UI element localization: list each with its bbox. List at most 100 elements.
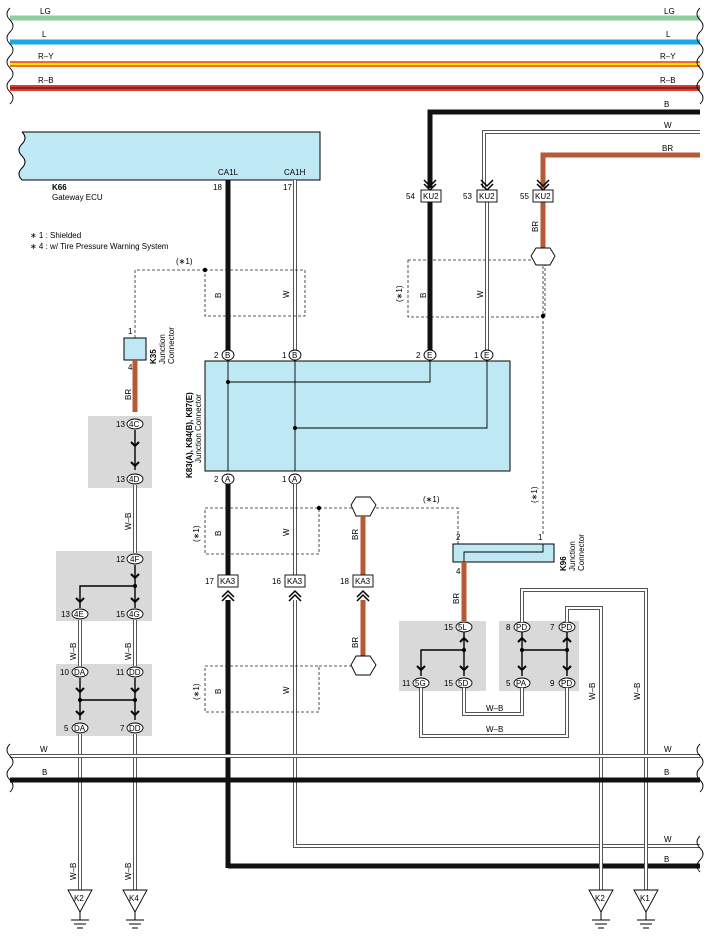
k83-top-pin-e2-num: 2 <box>416 351 421 360</box>
left-wire-4e-da-label: W–B <box>69 643 78 660</box>
mid-junction-group: 5L 15 5G 11 5D 15 <box>399 621 486 691</box>
mid-junction-internal <box>420 632 465 676</box>
shield-top-right-b-label: B <box>419 293 428 298</box>
ku2-54-connector: KU2 54 <box>406 179 442 203</box>
k96-junction-connector: 2 1 4 K96 Junction Connector BR <box>452 533 586 622</box>
k35-name: Junction <box>158 334 167 364</box>
left-pin-4d-num: 13 <box>116 475 125 484</box>
left-wire-da-k2-label: W–B <box>69 863 78 880</box>
shield-box-mid <box>204 507 320 555</box>
k83-top-pin-e2-oval <box>423 349 437 361</box>
left-pin-da-bottom-code: DA <box>74 724 86 733</box>
ecu-pin-17: 17 <box>283 183 292 192</box>
bus-lg-label-left: LG <box>40 7 51 16</box>
k83-top-pin-b1-letter: B <box>292 351 297 360</box>
ecu-code: K66 <box>52 183 67 192</box>
k83-top-pin-e1-oval <box>480 349 494 361</box>
shield-mark-bottom: (∗1) <box>192 683 201 700</box>
wire-splice-mid-br-label: BR <box>351 529 360 540</box>
left-pin-4f: 4F 12 <box>116 553 144 565</box>
wire-ku2-55-br-label: BR <box>531 221 540 232</box>
wire-w-bottom-label: W <box>664 835 672 844</box>
k83-bottom-pin-a1-letter: A <box>292 475 298 484</box>
ku2-54-pin: 54 <box>406 192 415 201</box>
ground-k2-right-label: K2 <box>595 894 605 903</box>
ground-k2-left-earth <box>71 912 89 929</box>
ground-symbols: K2 K4 K2 K1 <box>67 889 659 929</box>
left-pin-4e-oval <box>71 608 89 620</box>
mid-chevron-5l <box>459 636 469 643</box>
left-pin-4f-num: 12 <box>116 555 125 564</box>
ku2-55-code: KU2 <box>535 192 551 201</box>
ku2-53-chevron <box>480 179 494 192</box>
ka3-18-chevron <box>356 589 370 602</box>
mid-pin-5d-code: 5D <box>458 679 468 688</box>
wire-ka3-16-w-inner <box>294 600 700 847</box>
ground-k1-earth <box>637 912 655 929</box>
shield-drain-dot-k35 <box>202 267 208 273</box>
k96-internal <box>463 544 544 562</box>
left-pin-4g-oval <box>126 608 144 620</box>
ka3-16-pin: 16 <box>272 577 281 586</box>
shield-bottom-w-label: W <box>282 686 291 694</box>
right-chevron-pd7 <box>562 636 572 643</box>
bottom-buses: W W B B <box>6 743 704 873</box>
left-pin-4f-code: 4F <box>130 555 139 564</box>
bus-w-bottom-label-right: W <box>664 745 672 754</box>
mid-pin-5l: 5L 15 <box>444 621 473 633</box>
ecu-terminal-ca1h: CA1H <box>284 168 306 177</box>
ground-k2-right-earth <box>592 912 610 929</box>
k83-top-pin-b1: B 1 <box>282 349 302 361</box>
shield-top-left-b-label: B <box>214 293 223 298</box>
shield-mark-top-right: (∗1) <box>395 285 404 302</box>
right-chevron-pd9 <box>562 665 572 672</box>
left-chevron-4d <box>130 461 140 468</box>
left-chevron-4g <box>130 597 140 604</box>
ka3-18-pin: 18 <box>340 577 349 586</box>
ground-k4: K4 <box>122 889 148 929</box>
right-pin-pa5-num: 5 <box>506 679 511 688</box>
wire-wb-pd8-to-k1-inner <box>521 589 647 890</box>
k96-pin-left: 2 <box>456 533 461 542</box>
left-pin-4d-code: 4D <box>129 475 139 484</box>
k83-top-pin-b2: B 2 <box>214 349 235 361</box>
bus-rb-label-left: R–B <box>38 76 54 85</box>
shield-drain-k35 <box>134 269 205 338</box>
ground-k2-right: K2 <box>588 889 614 929</box>
ku2-53-connector: KU2 53 <box>463 179 498 203</box>
wire-k35-br-label: BR <box>124 389 133 400</box>
bus-b-bottom-label-left: B <box>42 768 47 777</box>
k83-top-pin-b2-letter: B <box>225 351 230 360</box>
ground-k1-triangle <box>633 889 659 913</box>
ka3-16-connector: KA3 16 <box>272 574 306 602</box>
splice-bottom <box>350 655 377 676</box>
mid-pin-5l-oval <box>455 621 473 633</box>
left-chevron-4e <box>75 597 85 604</box>
k96-code: K96 <box>559 556 568 571</box>
shield-drain-dot-k96 <box>540 313 546 319</box>
left-chevron-da-top <box>75 687 85 694</box>
mid-junction-bg <box>399 621 486 691</box>
left-dot-da <box>78 698 82 702</box>
left-pin-dd-bottom: DD 7 <box>120 722 144 734</box>
k96-body <box>452 543 555 563</box>
left-wire-4g-dd-label: W–B <box>124 643 133 660</box>
ecu-terminal-ca1l: CA1L <box>218 168 239 177</box>
k83-body <box>204 360 511 472</box>
ka3-17-connector: KA3 17 <box>205 574 239 602</box>
k83-to-ka3-wires: (∗1) B W (∗1) BR <box>192 484 459 575</box>
shield-top-right-w-label: W <box>476 290 485 298</box>
bus-break-right <box>696 7 704 105</box>
k83-name: Junction Connector <box>194 394 203 463</box>
left-pin-da-top-code: DA <box>74 668 86 677</box>
k35-body <box>123 337 147 361</box>
shield-box-top-left <box>204 269 306 317</box>
bus-w-bottom-label-left: W <box>40 745 48 754</box>
wire-w-label: W <box>664 121 672 130</box>
k83-top-pin-b2-oval <box>221 349 235 361</box>
k83-top-pin-e2-letter: E <box>427 351 432 360</box>
wire-wb-loop-label-2: W–B <box>486 725 503 734</box>
ku2-53-code: KU2 <box>479 192 495 201</box>
left-pin-4c-code: 4C <box>129 420 139 429</box>
bus-l-label-left: L <box>42 30 47 39</box>
